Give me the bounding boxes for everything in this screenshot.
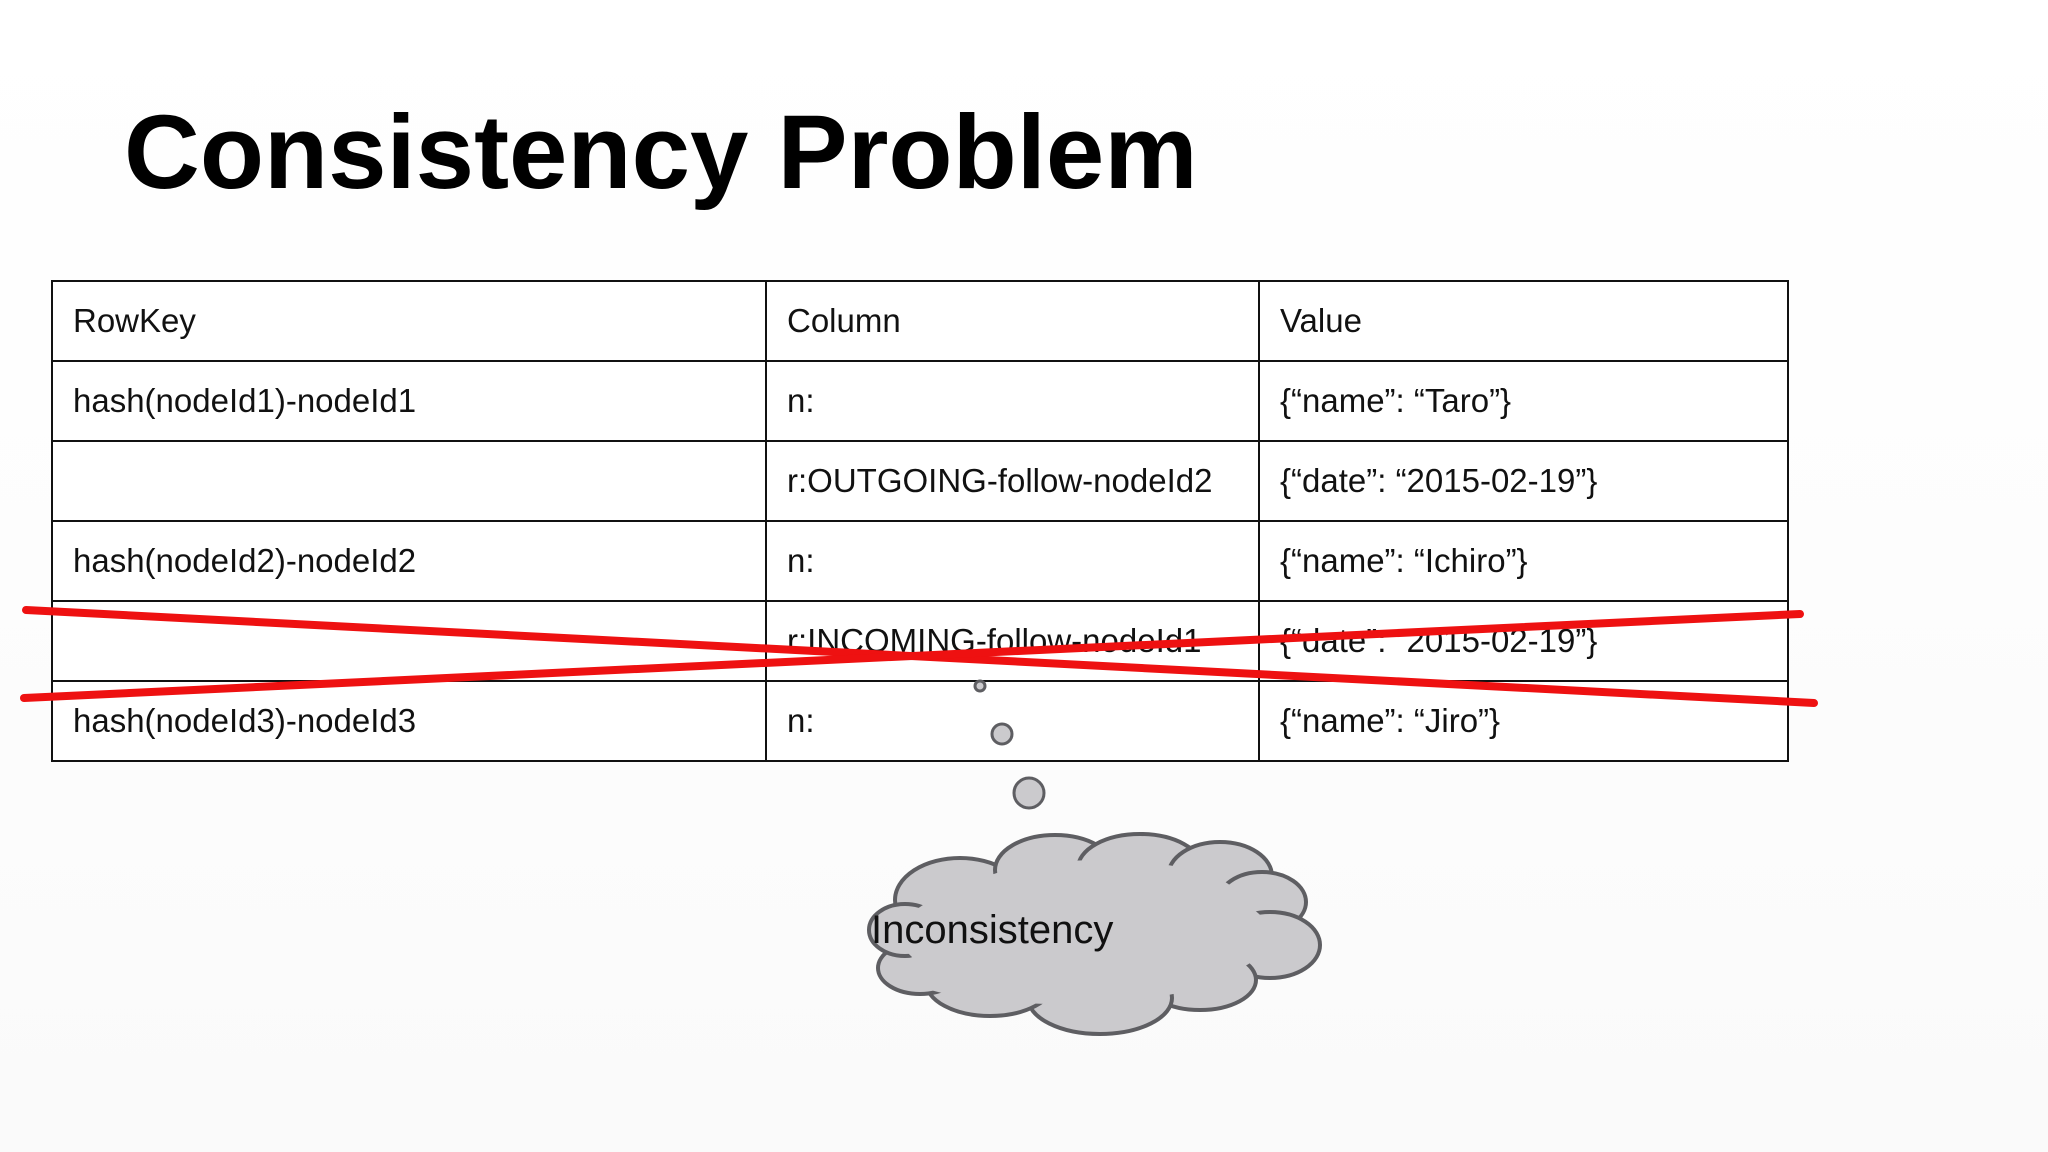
cell-column: n:	[765, 360, 1260, 442]
slide-title: Consistency Problem	[124, 94, 1198, 211]
cell-column: n:	[765, 680, 1260, 762]
cell-column: r:OUTGOING-follow-nodeId2	[765, 440, 1260, 522]
header-value: Value	[1258, 280, 1789, 362]
cell-value: {“date”: “2015-02-19”}	[1258, 440, 1789, 522]
header-column: Column	[765, 280, 1260, 362]
cell-value: {“date”: “2015-02-19”}	[1258, 600, 1789, 682]
cell-column: r:INCOMING-follow-nodeId1	[765, 600, 1260, 682]
cell-rowkey	[51, 600, 767, 682]
thought-bubble-large	[1012, 776, 1046, 810]
cell-value: {“name”: “Taro”}	[1258, 360, 1789, 442]
table-row: hash(nodeId1)-nodeId1 n: {“name”: “Taro”…	[51, 360, 1789, 442]
cell-value: {“name”: “Jiro”}	[1258, 680, 1789, 762]
cell-column: n:	[765, 520, 1260, 602]
cell-rowkey: hash(nodeId2)-nodeId2	[51, 520, 767, 602]
table-row-crossed-out: r:INCOMING-follow-nodeId1 {“date”: “2015…	[51, 600, 1789, 682]
table-row: hash(nodeId2)-nodeId2 n: {“name”: “Ichir…	[51, 520, 1789, 602]
cell-rowkey	[51, 440, 767, 522]
cell-rowkey: hash(nodeId1)-nodeId1	[51, 360, 767, 442]
table-header-row: RowKey Column Value	[51, 280, 1789, 362]
cell-value: {“name”: “Ichiro”}	[1258, 520, 1789, 602]
cell-rowkey: hash(nodeId3)-nodeId3	[51, 680, 767, 762]
header-rowkey: RowKey	[51, 280, 767, 362]
hbase-table: RowKey Column Value hash(nodeId1)-nodeId…	[51, 280, 1789, 762]
table-row: r:OUTGOING-follow-nodeId2 {“date”: “2015…	[51, 440, 1789, 522]
table-row: hash(nodeId3)-nodeId3 n: {“name”: “Jiro”…	[51, 680, 1789, 762]
inconsistency-label: Inconsistency	[871, 908, 1114, 952]
